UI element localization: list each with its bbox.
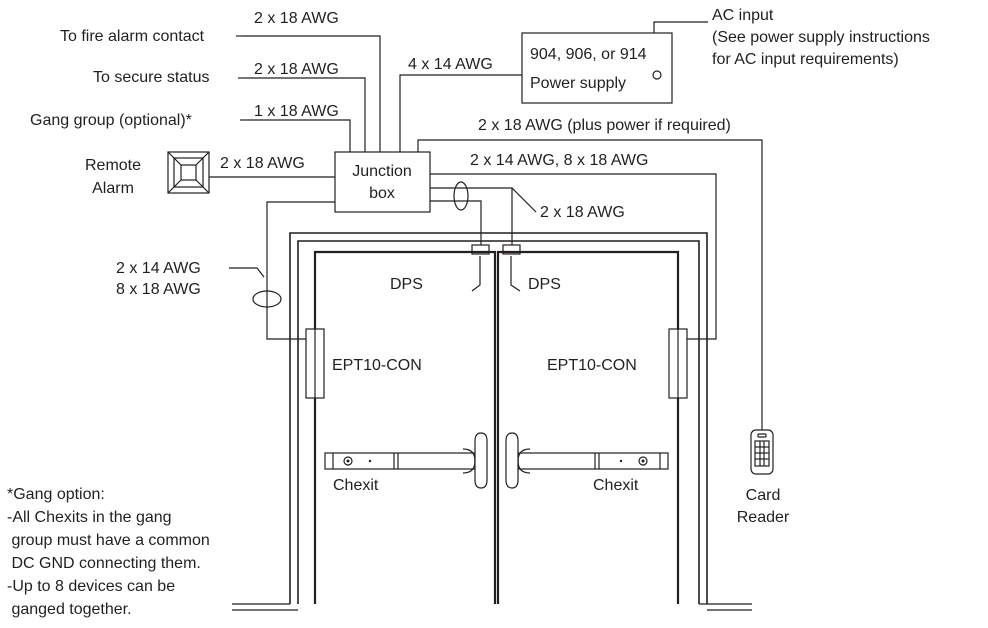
chexit-left-label: Chexit — [333, 477, 379, 494]
chexit-left-device — [324, 432, 488, 489]
power-supply-label-line2: Power supply — [530, 75, 626, 92]
left-ept-wire-label-line1: 2 x 14 AWG — [116, 260, 201, 277]
ept-right-label: EPT10-CON — [547, 357, 637, 374]
right-door-leaf — [496, 250, 680, 604]
dps-right-label: DPS — [528, 276, 561, 293]
remote-alarm-icon — [167, 151, 210, 194]
junction-box — [334, 151, 431, 213]
gang-group-label: Gang group (optional)* — [30, 112, 192, 129]
dps-left-contact — [471, 244, 490, 255]
gang-note-line4: DC GND connecting them. — [7, 555, 201, 572]
gang-note: *Gang option: -All Chexits in the gang g… — [7, 486, 210, 618]
remote-alarm-label-line1: Remote — [85, 157, 141, 174]
secure-status-wire — [245, 77, 366, 152]
door-frame — [232, 232, 752, 611]
chexit-right-label: Chexit — [593, 477, 639, 494]
dps-wire-lower — [430, 200, 482, 245]
fire-alarm-wire-label: 2 x 18 AWG — [254, 10, 339, 27]
fire-alarm-wire — [243, 35, 381, 152]
secure-status-label: To secure status — [93, 69, 210, 86]
ept-left-label: EPT10-CON — [332, 357, 422, 374]
card-reader-wire-label: 2 x 18 AWG (plus power if required) — [478, 117, 731, 134]
card-reader-label-line2: Reader — [737, 509, 790, 526]
card-reader-wire — [417, 139, 763, 430]
power-supply-wire — [399, 74, 522, 152]
gang-note-line6: ganged together. — [7, 601, 132, 618]
right-ept-wire — [430, 173, 717, 340]
power-supply-box — [521, 32, 673, 104]
cable-bundle-left-icon — [252, 290, 282, 308]
card-reader-label-line1: Card — [746, 487, 781, 504]
gang-note-line3: group must have a common — [7, 532, 210, 549]
dps-left-label: DPS — [390, 276, 423, 293]
dps-wire-label: 2 x 18 AWG — [540, 204, 625, 221]
power-supply-label-line1: 904, 906, or 914 — [530, 46, 647, 63]
power-indicator-icon — [652, 70, 662, 80]
left-door-leaf — [313, 250, 497, 604]
cable-bundle-right-icon — [453, 181, 469, 211]
gang-note-line2: -All Chexits in the gang — [7, 509, 172, 526]
secure-status-wire-label: 2 x 18 AWG — [254, 61, 339, 78]
chexit-right-device — [505, 432, 669, 489]
ac-input-label-line3: for AC input requirements) — [712, 51, 899, 68]
gang-note-line1: *Gang option: — [7, 486, 105, 503]
dps-right-contact — [502, 244, 521, 255]
gang-note-line5: -Up to 8 devices can be — [7, 578, 175, 595]
power-supply-wire-label: 4 x 14 AWG — [408, 56, 493, 73]
card-reader-icon — [750, 429, 774, 475]
dps-wire-upper — [430, 187, 513, 245]
right-ept-wire-label: 2 x 14 AWG, 8 x 18 AWG — [470, 152, 648, 169]
ac-input-wire — [653, 21, 708, 33]
remote-alarm-wire-label: 2 x 18 AWG — [220, 155, 305, 172]
gang-group-wire-label: 1 x 18 AWG — [254, 103, 339, 120]
left-ept-wire-label-line2: 8 x 18 AWG — [116, 281, 201, 298]
gang-group-wire — [248, 119, 351, 152]
fire-alarm-label: To fire alarm contact — [60, 28, 205, 45]
ac-input-label-line2: (See power supply instructions — [712, 29, 930, 46]
junction-box-label-line2: box — [369, 185, 395, 202]
ac-input-label-line1: AC input — [712, 7, 774, 24]
remote-alarm-label-line2: Alarm — [92, 180, 134, 197]
left-ept-wire — [266, 201, 335, 340]
junction-box-label-line1: Junction — [352, 163, 412, 180]
